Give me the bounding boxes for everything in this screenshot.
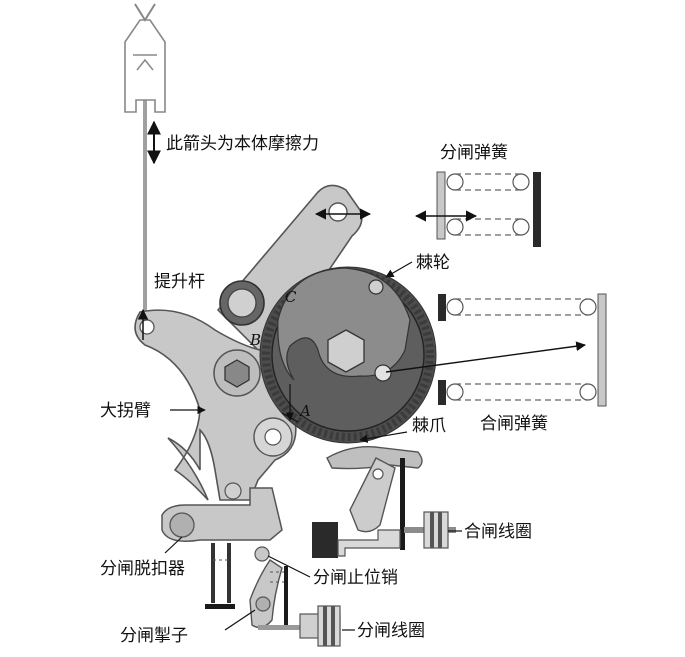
trip-stop-pin-label: 分闸止位销 [313, 568, 398, 588]
point-c-label: C [285, 288, 297, 306]
ratchet-wheel-label: 棘轮 [416, 253, 450, 273]
closing-coil [312, 511, 456, 558]
opening-spring-label: 分闸弹簧 [440, 143, 508, 163]
lift-rod-label: 提升杆 [154, 272, 205, 292]
point-b-label: B [249, 331, 261, 349]
closing-spring-label: 合闸弹簧 [480, 414, 548, 434]
lift-rod [124, 3, 166, 320]
big-crank-arm [134, 309, 297, 501]
point-a-label: A [298, 402, 311, 420]
friction-note-label: 此箭头为本体摩擦力 [166, 134, 319, 154]
opening-spring [436, 171, 541, 247]
closing-coil-label: 合闸线圈 [464, 522, 532, 542]
pawl-label: 棘爪 [412, 416, 446, 436]
closing-force-arrow [385, 341, 586, 373]
closing-spring [438, 293, 607, 407]
ratchet-wheel [259, 266, 437, 444]
trip-coil-label: 分闸线圈 [357, 621, 425, 641]
leader-lines [164, 261, 462, 631]
pawl [326, 446, 423, 550]
trip-release [161, 487, 283, 609]
trip-latch-label: 分闸掣子 [120, 626, 188, 646]
lever-roller [219, 280, 265, 326]
trip-release-label: 分闸脱扣器 [100, 559, 185, 579]
trip-latch [249, 559, 341, 647]
big-crank-arm-label: 大拐臂 [100, 401, 151, 421]
